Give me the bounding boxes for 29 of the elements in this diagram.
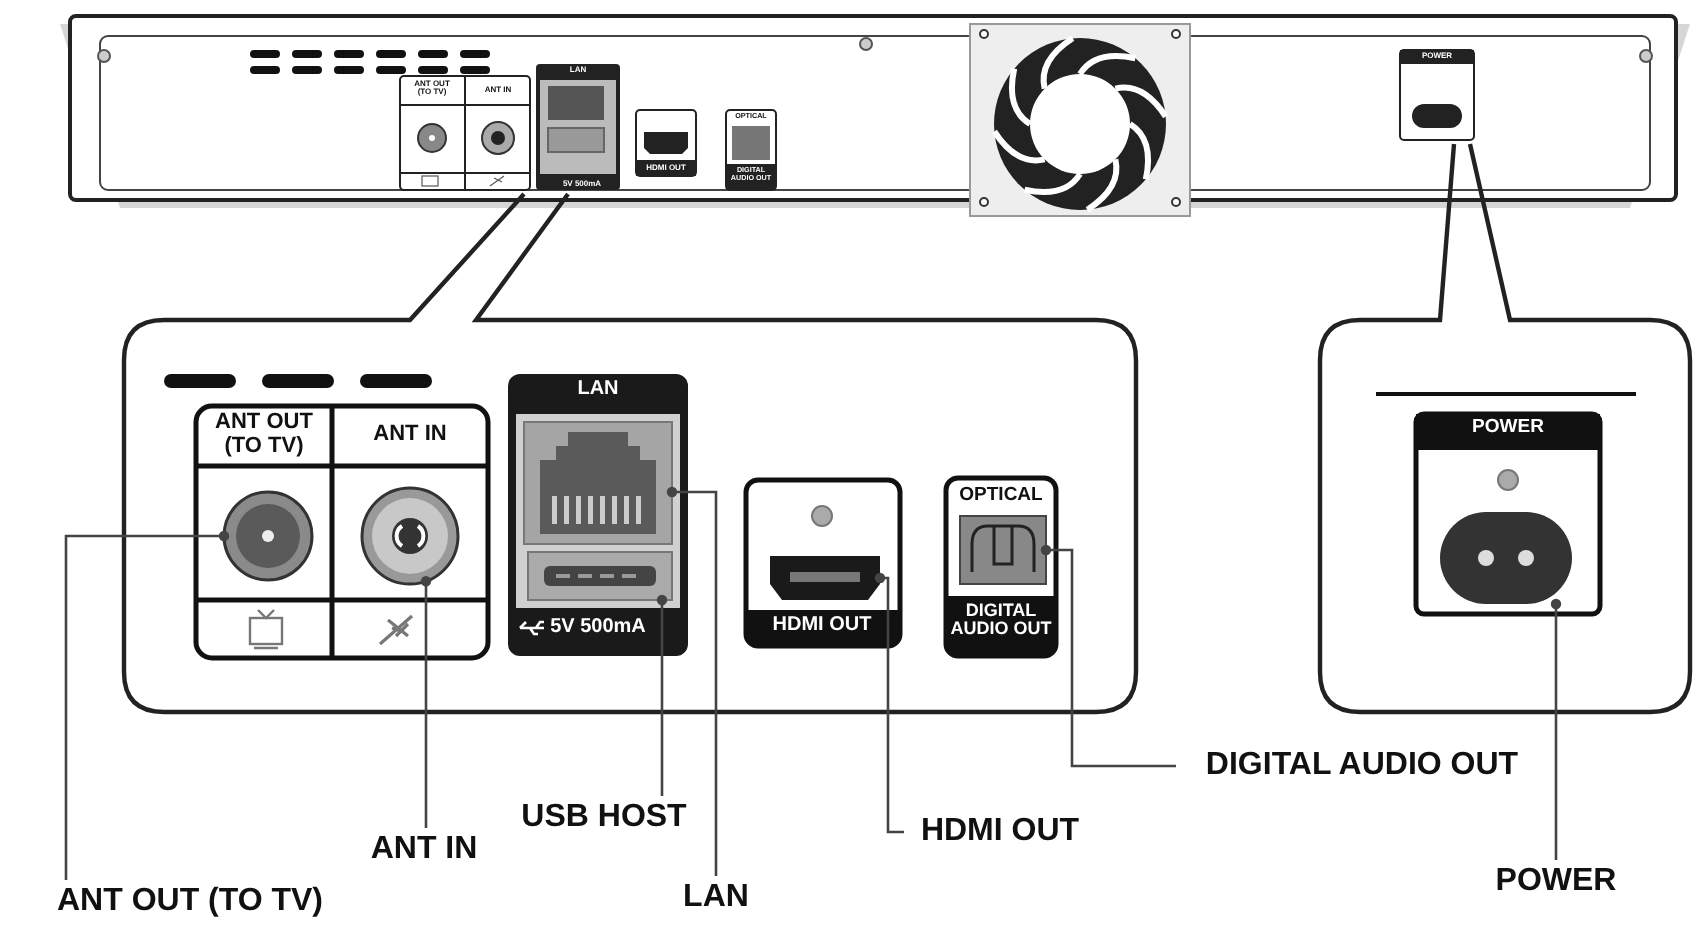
port-label: HDMI OUT bbox=[772, 616, 872, 637]
coax-socket bbox=[222, 490, 314, 582]
coax-socket bbox=[360, 486, 460, 586]
callout-label: USB HOST bbox=[521, 800, 687, 834]
port-label: LAN bbox=[577, 380, 619, 401]
ethernet-port bbox=[523, 421, 673, 545]
callout-label: POWER bbox=[1495, 864, 1617, 898]
power-socket bbox=[1440, 512, 1572, 604]
callout-label: ANT OUT (TO TV) bbox=[56, 884, 324, 918]
usb-port bbox=[527, 551, 673, 601]
leader-line bbox=[666, 486, 718, 876]
callout-label: LAN bbox=[683, 880, 749, 914]
callout-label: DIGITAL AUDIO OUT bbox=[1205, 748, 1519, 782]
leader-line bbox=[874, 572, 904, 834]
leader-line bbox=[420, 576, 432, 828]
callout-label: ANT IN bbox=[370, 832, 478, 866]
port-label: 5V 500mA bbox=[550, 618, 646, 639]
leader-line bbox=[1040, 544, 1176, 768]
port-label: ANT IN bbox=[373, 424, 447, 448]
hdmi-port bbox=[770, 556, 880, 600]
port-label: DIGITAL AUDIO OUT bbox=[949, 602, 1053, 640]
optical-port bbox=[959, 515, 1047, 585]
leader-line bbox=[64, 530, 230, 880]
leader-line bbox=[1550, 598, 1562, 860]
port-label: OPTICAL bbox=[959, 486, 1043, 506]
port-label: POWER bbox=[1472, 418, 1544, 438]
callout-label: HDMI OUT bbox=[920, 814, 1080, 848]
port-label: ANT OUT (TO TV) bbox=[213, 412, 315, 459]
leader-line bbox=[656, 594, 668, 796]
